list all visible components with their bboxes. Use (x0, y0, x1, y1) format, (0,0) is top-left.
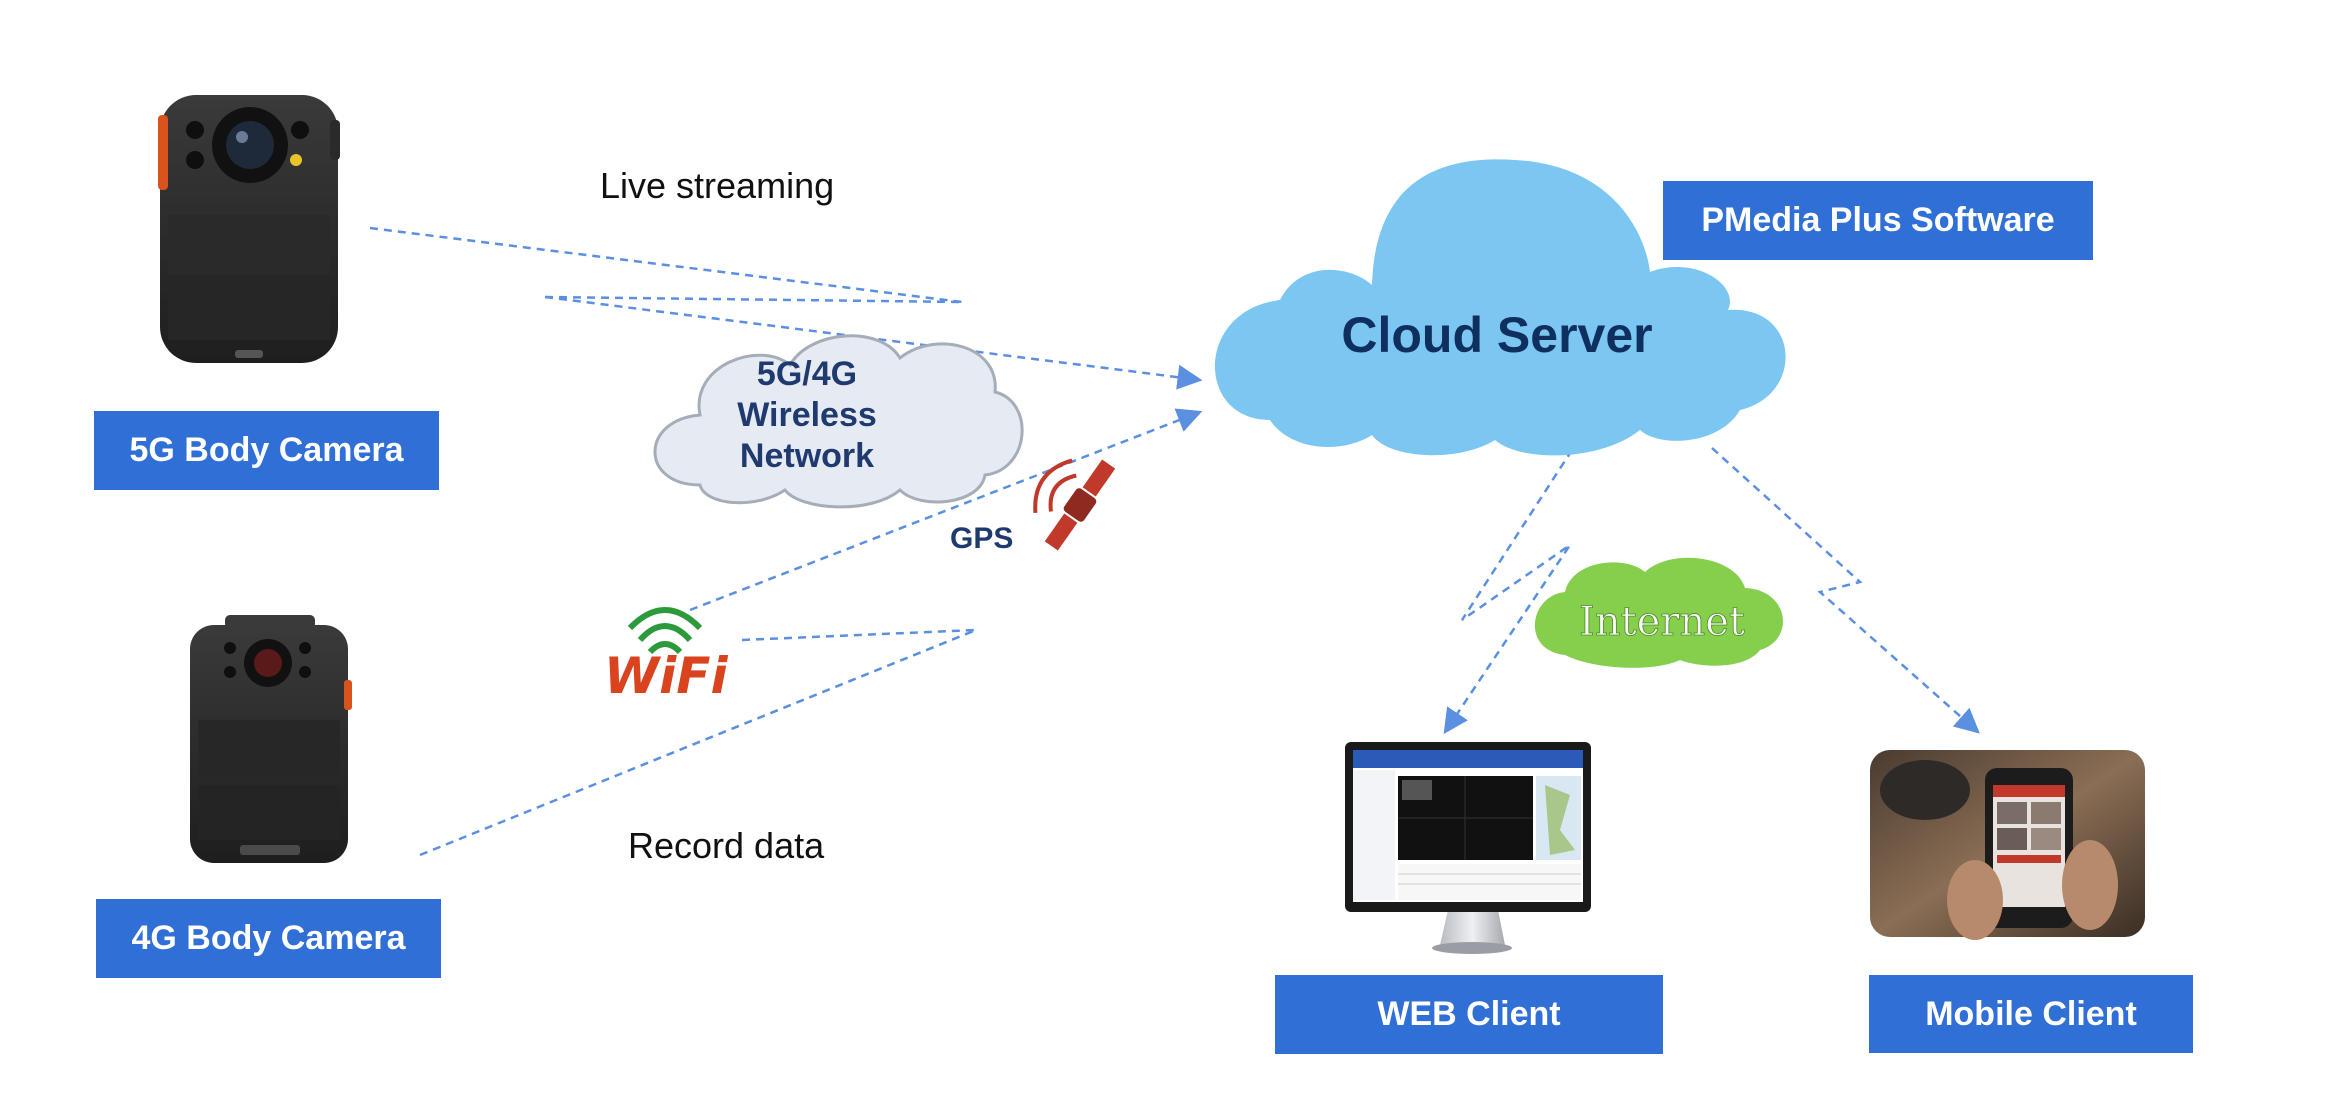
wireless-line-3: Network (740, 437, 874, 475)
wifi-label: WiFi (604, 647, 728, 705)
web-client-label: WEB Client (1275, 975, 1663, 1054)
wifi-icon: WiFi (604, 607, 728, 705)
record-line-a (741, 628, 977, 642)
wireless-line-2: Wireless (737, 396, 877, 434)
live-streaming-label: Live streaming (600, 165, 835, 206)
record-data-label: Record data (628, 825, 825, 866)
smartphone-icon (1870, 750, 2145, 940)
live-stream-line-top (369, 226, 963, 304)
wifi-uplink-line (689, 408, 1203, 612)
body-camera-5g-icon (158, 95, 340, 363)
live-stream-line-arrow (544, 295, 1203, 390)
gps-label: GPS (950, 522, 1013, 555)
monitor-icon (1345, 742, 1591, 954)
live-stream-line-mid (544, 295, 963, 304)
body-camera-4g-icon (190, 615, 352, 863)
cloud-server-label: Cloud Server (1341, 307, 1652, 363)
cloud-server: Cloud Server (1214, 159, 1786, 456)
satellite-icon (1033, 458, 1116, 551)
camera-5g-label: 5G Body Camera (94, 411, 439, 490)
record-line-b (419, 628, 977, 857)
wireless-network-cloud: 5G/4G Wireless Network (653, 334, 1024, 509)
mobile-client-label: Mobile Client (1869, 975, 2193, 1053)
software-label: PMedia Plus Software (1663, 181, 2093, 260)
internet-cloud: Internet (1534, 557, 1783, 668)
mobile-client-link (1711, 447, 1980, 734)
web-client-link (1443, 449, 1574, 735)
wireless-line-1: 5G/4G (757, 355, 857, 393)
camera-4g-label: 4G Body Camera (96, 899, 441, 978)
flow-lines (369, 226, 1980, 857)
internet-label: Internet (1579, 599, 1745, 645)
